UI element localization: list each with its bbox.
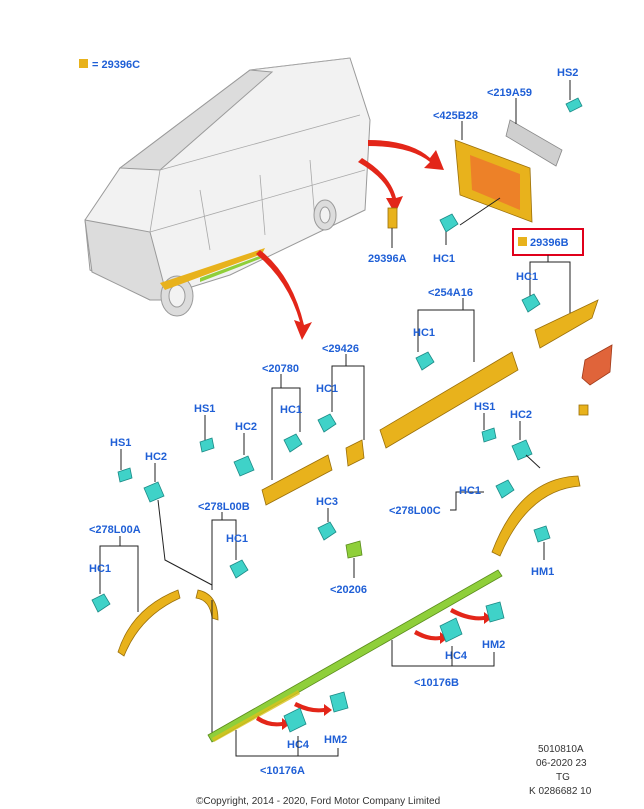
label-29426: <29426 [322, 343, 359, 355]
wheel-arch-278l00a [117, 589, 181, 657]
ref-1: 5010810A [538, 744, 584, 755]
label-425b28: <425B28 [433, 110, 478, 122]
sill-moulding [207, 569, 503, 743]
arrow-hm2-right [450, 608, 492, 624]
moulding-20780 [261, 454, 333, 506]
label-hc1-278b: HC1 [226, 533, 248, 545]
hc2-mid-clip-icon [233, 455, 255, 477]
hm2-right-clip-icon [485, 601, 505, 623]
label-hc2-right: HC2 [510, 409, 532, 421]
callout-arrow-lower [256, 250, 312, 340]
callout-arrow-rear [368, 140, 444, 170]
arrow-hm2-left [294, 702, 332, 716]
label-hc4-right: HC4 [445, 650, 468, 662]
part-20206 [345, 540, 363, 559]
hs1-right-screw-icon [481, 427, 497, 443]
label-29396b[interactable]: 29396B [530, 237, 569, 249]
moulding-29426 [345, 439, 365, 467]
label-278l00a: <278L00A [89, 524, 141, 536]
label-254a16: <254A16 [428, 287, 473, 299]
arrow-hc4-right [414, 630, 448, 644]
ref-3: TG [556, 772, 570, 783]
label-hc3: HC3 [316, 496, 338, 508]
label-278l00b: <278L00B [198, 501, 250, 513]
rear-end-moulding [534, 299, 599, 349]
legend-text: = 29396C [92, 59, 140, 71]
part-29396a [387, 207, 398, 229]
moulding-254a16 [379, 351, 519, 449]
label-hc1-top: HC1 [433, 253, 455, 265]
van-illustration [84, 57, 371, 317]
ref-2: 06-2020 23 [536, 758, 587, 769]
hc1-clip-icon [439, 213, 459, 233]
hs2-screw-icon [565, 80, 583, 113]
copyright: ©Copyright, 2014 - 2020, Ford Motor Comp… [196, 796, 440, 807]
label-20206: <20206 [330, 584, 367, 596]
label-219a59: <219A59 [487, 87, 532, 99]
callout-arrow-side [358, 158, 403, 214]
hc1-29426-clip-icon [317, 413, 337, 433]
label-10176b: <10176B [414, 677, 459, 689]
hs1-mid-screw-icon [199, 437, 215, 453]
label-hc1-254: HC1 [413, 327, 435, 339]
hc1-254-clip-icon [415, 351, 435, 371]
label-hc1-right: HC1 [516, 271, 538, 283]
label-278l00c: <278L00C [389, 505, 441, 517]
legend-swatch [79, 59, 88, 68]
bracket-219a59 [505, 119, 563, 167]
hm1-clip-icon [533, 525, 551, 543]
ref-4: K 0286682 10 [529, 786, 592, 797]
label-hc1-29426: HC1 [316, 383, 338, 395]
label-hc2-mid: HC2 [235, 421, 257, 433]
hc4-left-clip-icon [283, 707, 307, 733]
label-hc1-278a: HC1 [89, 563, 111, 575]
label-hm2-left: HM2 [324, 734, 347, 746]
hc1-278b-clip-icon [229, 559, 249, 579]
label-hc2-left: HC2 [145, 451, 167, 463]
hc2-left-clip-icon [143, 481, 165, 503]
hc4-right-clip-icon [439, 617, 463, 643]
hc2-right-clip-icon [511, 439, 533, 461]
label-hm1: HM1 [531, 566, 554, 578]
wheel-arch-278l00c [491, 475, 581, 557]
hc1-278a-clip-icon [91, 593, 111, 613]
label-hc1-mid: HC1 [280, 404, 302, 416]
rear-moulding-425b28 [454, 139, 533, 223]
label-hs1-mid: HS1 [194, 403, 215, 415]
label-hs1-left: HS1 [110, 437, 131, 449]
label-hs1-right: HS1 [474, 401, 495, 413]
hs1-left-screw-icon [117, 467, 133, 483]
wheel-arch-278l00b [195, 589, 219, 621]
label-hs2: HS2 [557, 67, 578, 79]
label-hm2-right: HM2 [482, 639, 505, 651]
hm2-left-clip-icon [329, 691, 349, 713]
hc1-mid-clip-icon [283, 433, 303, 453]
label-10176a: <10176A [260, 765, 305, 777]
swatch-29396b [518, 237, 527, 246]
label-29396a: 29396A [368, 253, 407, 265]
hc1-278c-clip-icon [495, 479, 515, 499]
small-swatch-part [578, 404, 589, 416]
label-20780: <20780 [262, 363, 299, 375]
hc3-clip-icon [317, 521, 337, 541]
hc1-right-clip-icon [521, 293, 541, 313]
arrow-hc4-left [256, 716, 290, 730]
rear-lamp-part [581, 344, 613, 386]
label-hc1-278c: HC1 [459, 485, 481, 497]
